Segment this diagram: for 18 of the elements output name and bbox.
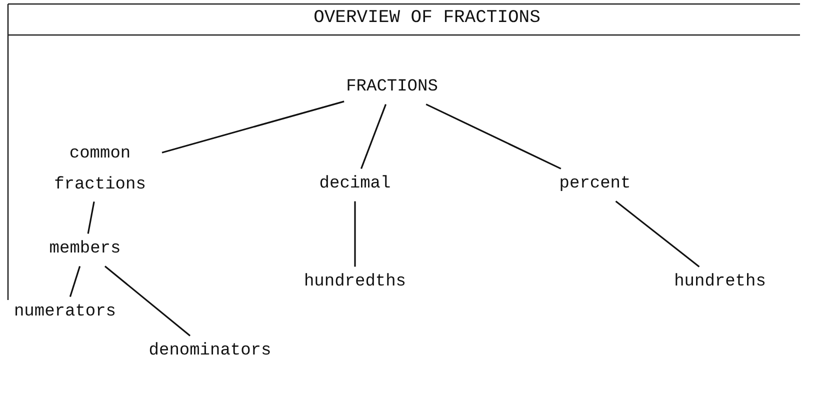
concept-label: FRACTIONS [344, 72, 440, 104]
concept-label: denominators [146, 336, 274, 368]
concept-label: hundredths [302, 266, 408, 300]
concept-label: common fractions [38, 138, 162, 202]
concept-label: numerators [12, 296, 118, 330]
concept-label: hundreths [672, 266, 768, 300]
concept-label: percent [557, 168, 633, 202]
connector-line [426, 104, 562, 170]
concept-label: decimal [317, 168, 393, 202]
connector-line [615, 200, 700, 268]
connector-line [354, 201, 356, 267]
connector-line [360, 104, 387, 169]
concept-label: members [47, 234, 123, 266]
connector-line [87, 201, 95, 234]
connector-line [104, 266, 191, 336]
connector-line [69, 266, 81, 297]
diagram-title: OVERVIEW OF FRACTIONS [312, 8, 540, 28]
connector-line [162, 100, 344, 154]
